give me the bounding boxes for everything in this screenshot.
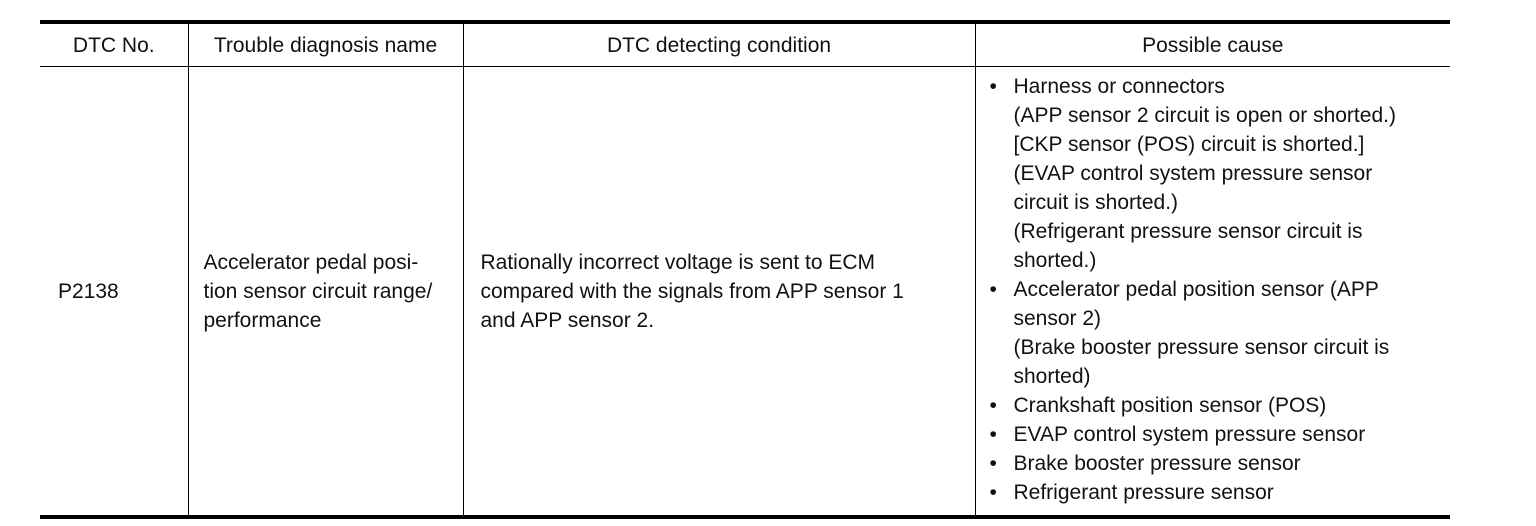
cause-line: Harness or connectors [1013, 75, 1225, 98]
condition-line: and APP sensor 2. [480, 308, 655, 332]
cause-line: shorted.) [1013, 249, 1097, 272]
cause-line: shorted) [1013, 365, 1091, 388]
cause-line: Accelerator pedal position sensor (APP [1013, 278, 1379, 301]
bullet-icon: • [989, 423, 997, 446]
header-dtc-no: DTC No. [40, 20, 188, 67]
cause-item-app-sensor: • Accelerator pedal position sensor (APP… [988, 275, 1443, 391]
dtc-table-container: DTC No. Trouble diagnosis name DTC detec… [40, 20, 1450, 519]
diagnosis-name-line: tion sensor circuit range/ [203, 279, 433, 303]
cause-line: Crankshaft position sensor (POS) [1013, 394, 1327, 417]
cause-line: sensor 2) [1013, 307, 1102, 330]
possible-cause-list: • Harness or connectors (APP sensor 2 ci… [988, 72, 1443, 507]
dtc-number-cell: P2138 [40, 66, 188, 519]
bullet-icon: • [989, 452, 997, 475]
condition-line: Rationally incorrect voltage is sent to … [480, 250, 876, 274]
cause-line: Brake booster pressure sensor [1013, 452, 1301, 475]
detecting-condition-cell: Rationally incorrect voltage is sent to … [462, 66, 975, 519]
diagnosis-name-line: Accelerator pedal posi- [203, 250, 419, 274]
cause-item-harness-or-connectors: • Harness or connectors (APP sensor 2 ci… [988, 72, 1443, 275]
cause-item-evap-sensor: • EVAP control system pressure sensor [988, 420, 1443, 449]
condition-line: compared with the signals from APP senso… [480, 279, 904, 303]
header-possible-cause: Possible cause [974, 20, 1450, 67]
cause-line: (EVAP control system pressure sensor [1013, 162, 1373, 185]
possible-cause-cell: • Harness or connectors (APP sensor 2 ci… [974, 66, 1450, 519]
trouble-diagnosis-name-cell: Accelerator pedal posi- tion sensor circ… [187, 66, 463, 519]
cause-item-crankshaft-sensor: • Crankshaft position sensor (POS) [988, 391, 1443, 420]
cause-line: (APP sensor 2 circuit is open or shorted… [1013, 104, 1396, 127]
cause-line: (Refrigerant pressure sensor circuit is [1013, 220, 1363, 243]
table-row: P2138 Accelerator pedal posi- tion senso… [40, 66, 1450, 519]
cause-line: EVAP control system pressure sensor [1013, 423, 1366, 446]
bullet-icon: • [989, 278, 997, 301]
dtc-table: DTC No. Trouble diagnosis name DTC detec… [40, 20, 1450, 519]
diagnosis-name-line: performance [203, 308, 322, 332]
cause-item-refrigerant-sensor: • Refrigerant pressure sensor [988, 478, 1443, 507]
table-header-row: DTC No. Trouble diagnosis name DTC detec… [40, 20, 1450, 67]
cause-line: [CKP sensor (POS) circuit is shorted.] [1013, 133, 1365, 156]
cause-line: Refrigerant pressure sensor [1013, 481, 1274, 504]
header-trouble-diagnosis-name: Trouble diagnosis name [187, 20, 463, 67]
bullet-icon: • [989, 481, 997, 504]
cause-item-brake-booster-sensor: • Brake booster pressure sensor [988, 449, 1443, 478]
header-dtc-detecting-condition: DTC detecting condition [462, 20, 975, 67]
cause-line: circuit is shorted.) [1013, 191, 1179, 214]
bullet-icon: • [989, 394, 997, 417]
cause-line: (Brake booster pressure sensor circuit i… [1013, 336, 1390, 359]
bullet-icon: • [989, 75, 997, 98]
